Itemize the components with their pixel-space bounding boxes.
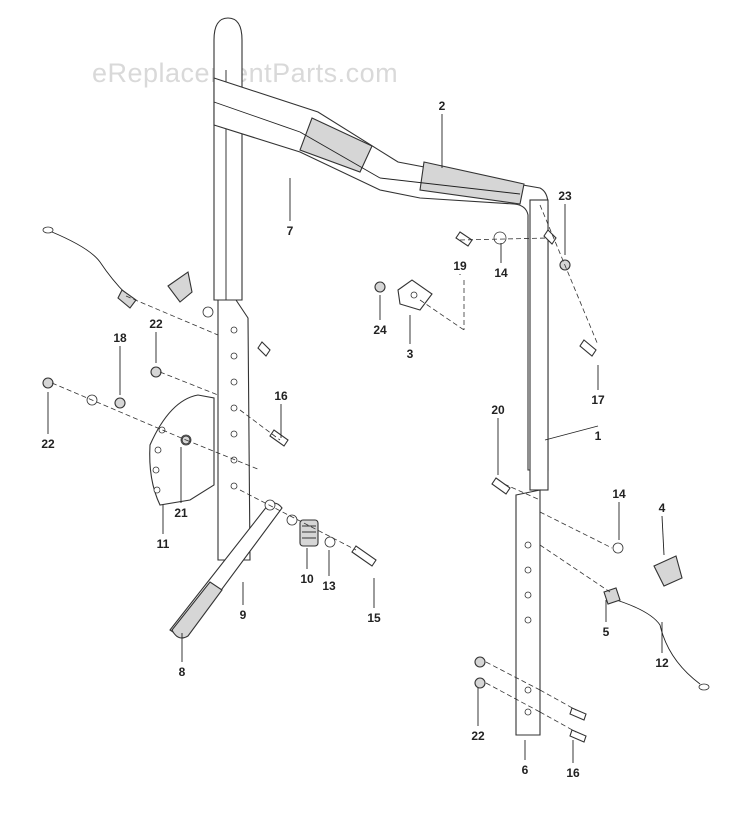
callout-c14b: 14 xyxy=(612,487,626,501)
leader-line-c1 xyxy=(544,425,599,441)
callout-c22b: 22 xyxy=(41,437,55,451)
callout-c13: 13 xyxy=(322,579,336,593)
callout-c14: 14 xyxy=(494,266,508,280)
adjustment-bracket xyxy=(149,394,215,506)
handle-bar-right-lower xyxy=(529,199,549,491)
callout-c10: 10 xyxy=(300,572,314,586)
callout-c20: 20 xyxy=(491,403,505,417)
left-mounting-plate xyxy=(217,299,251,561)
handle-bar-crossbar xyxy=(213,77,549,471)
callout-c18: 18 xyxy=(113,331,127,345)
callout-c2: 2 xyxy=(439,99,446,113)
callout-labels: 1234567891011121314141516161718192021222… xyxy=(41,99,669,780)
watermark: eReplacementParts.com xyxy=(92,58,399,88)
knob-right xyxy=(653,555,683,587)
callout-c12: 12 xyxy=(655,656,669,670)
pin-right xyxy=(603,587,621,605)
callout-c7: 7 xyxy=(287,224,294,238)
callout-c19: 19 xyxy=(453,259,467,273)
callout-c21: 21 xyxy=(174,506,188,520)
handle-bar-left-upright xyxy=(213,17,243,301)
cable-left xyxy=(42,226,137,309)
callout-c9: 9 xyxy=(240,608,247,622)
cable-bracket xyxy=(397,279,433,311)
callout-c6: 6 xyxy=(522,763,529,777)
callout-c22: 22 xyxy=(149,317,163,331)
callout-c15: 15 xyxy=(367,611,381,625)
callout-c22c: 22 xyxy=(471,729,485,743)
washers-and-fasteners xyxy=(42,231,624,689)
callout-c24: 24 xyxy=(373,323,387,337)
cable-right xyxy=(609,597,710,691)
leader-line-c4 xyxy=(661,515,665,556)
callout-c16b: 16 xyxy=(566,766,580,780)
right-mounting-plate xyxy=(515,489,541,736)
callout-c17: 17 xyxy=(591,393,605,407)
callout-c5: 5 xyxy=(603,625,610,639)
callout-c8: 8 xyxy=(179,665,186,679)
spring xyxy=(299,519,319,547)
callout-c1: 1 xyxy=(595,429,602,443)
assembly-lines xyxy=(51,204,613,733)
callout-c3: 3 xyxy=(407,347,414,361)
callout-c11: 11 xyxy=(157,537,170,551)
callout-c23: 23 xyxy=(558,189,572,203)
callout-c16: 16 xyxy=(274,389,288,403)
knob-left xyxy=(167,271,193,303)
callout-c4: 4 xyxy=(659,501,666,515)
